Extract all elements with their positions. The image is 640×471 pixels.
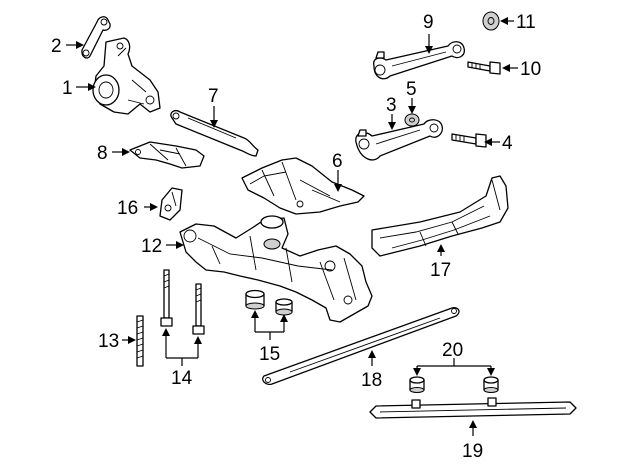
part-7-lateral-link[interactable] xyxy=(170,109,259,157)
callout-9: 9 xyxy=(423,12,434,54)
part-9-upper-arm[interactable] xyxy=(373,41,465,80)
callout-3-label: 3 xyxy=(386,95,397,116)
callout-5-label: 5 xyxy=(406,79,417,100)
callout-1: 1 xyxy=(62,78,96,99)
callout-19: 19 xyxy=(462,420,483,462)
part-13-stud[interactable] xyxy=(136,315,144,367)
callout-4: 4 xyxy=(484,133,513,154)
callout-7-label: 7 xyxy=(208,86,219,107)
callout-14: 14 xyxy=(162,328,202,389)
part-19-lower-bar[interactable] xyxy=(369,397,577,419)
callout-10: 10 xyxy=(502,59,541,80)
callout-8-label: 8 xyxy=(97,143,108,164)
callout-16: 16 xyxy=(117,198,158,219)
callout-14-label: 14 xyxy=(171,368,193,389)
callout-6-label: 6 xyxy=(332,151,343,172)
part-1-knuckle[interactable] xyxy=(92,37,161,115)
callout-19-label: 19 xyxy=(462,441,483,462)
callout-20: 20 xyxy=(413,340,495,376)
callout-16-label: 16 xyxy=(117,198,138,219)
callout-20-label: 20 xyxy=(442,340,463,361)
callout-4-label: 4 xyxy=(502,133,513,154)
callout-17-label: 17 xyxy=(430,260,451,281)
callout-11: 11 xyxy=(500,12,536,33)
callout-9-label: 9 xyxy=(423,12,434,33)
callout-1-label: 1 xyxy=(62,78,73,99)
callout-8: 8 xyxy=(97,143,130,164)
callout-11-label: 11 xyxy=(516,12,536,33)
callout-3: 3 xyxy=(386,95,397,130)
part-17-reinforcement[interactable] xyxy=(371,175,509,257)
part-3-lower-arm[interactable] xyxy=(355,119,443,161)
callout-13-label: 13 xyxy=(98,331,119,352)
part-15-bushings[interactable] xyxy=(245,289,293,316)
part-20-mounts[interactable] xyxy=(409,376,499,393)
callout-18: 18 xyxy=(361,350,382,391)
callout-18-label: 18 xyxy=(361,370,382,391)
callout-2-label: 2 xyxy=(51,36,62,57)
part-2-upper-link[interactable] xyxy=(81,16,111,59)
callout-15-label: 15 xyxy=(259,344,280,365)
callout-2: 2 xyxy=(51,36,84,57)
callout-6: 6 xyxy=(332,151,343,192)
callout-5: 5 xyxy=(406,79,417,114)
callout-12: 12 xyxy=(141,236,184,257)
part-16-small-bracket[interactable] xyxy=(159,187,183,221)
part-8-bracket[interactable] xyxy=(129,141,205,169)
callout-7: 7 xyxy=(208,86,219,128)
callout-10-label: 10 xyxy=(520,59,541,80)
callout-15: 15 xyxy=(251,310,288,365)
part-12-crossmember[interactable] xyxy=(179,215,373,323)
part-5-washer[interactable] xyxy=(404,113,420,127)
part-10-bolt[interactable] xyxy=(467,61,501,75)
callout-17: 17 xyxy=(430,244,451,281)
part-14-studs[interactable] xyxy=(160,269,205,335)
part-11-washer[interactable] xyxy=(482,11,500,31)
callout-12-label: 12 xyxy=(141,236,162,257)
part-18-tie-bar[interactable] xyxy=(262,306,460,386)
part-4-bolt[interactable] xyxy=(451,133,487,148)
callout-13: 13 xyxy=(98,331,136,352)
part-6-cover[interactable] xyxy=(241,157,365,215)
